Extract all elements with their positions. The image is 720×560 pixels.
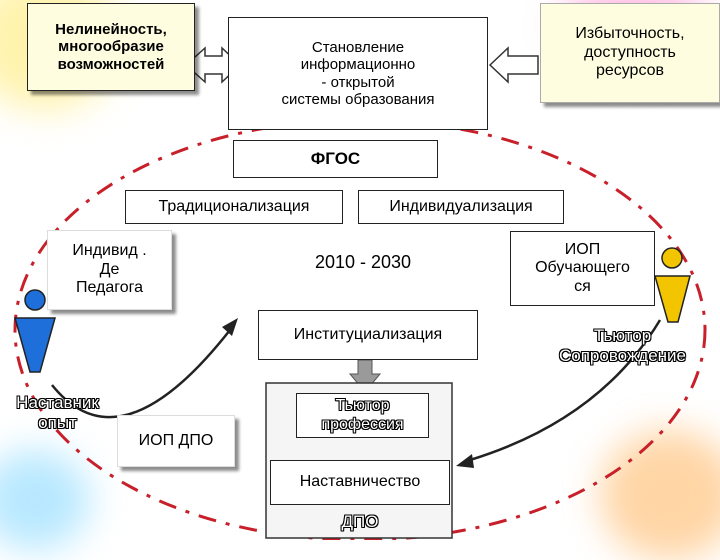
nonlinearity-box: Нелинейность, многообразие возможностей	[27, 3, 195, 91]
iop-dpo-box: ИОП ДПО	[117, 415, 235, 467]
tutor-profession-box: Тьютор профессия	[296, 393, 429, 438]
curved-arrow-left-head	[222, 318, 238, 336]
background-blob-blue	[0, 450, 90, 550]
arrow-right-to-center	[488, 46, 539, 84]
mentoring-box: Наставничество	[270, 460, 450, 505]
individualization-box: Индивидуализация	[358, 190, 564, 224]
period-label: 2010 - 2030	[314, 252, 412, 272]
person-figure-yellow-icon	[654, 247, 691, 323]
open-education-system-box: Становление информационно - открытой сис…	[228, 17, 488, 130]
mentor-experience-label: Наставник опыт	[16, 393, 99, 432]
dpo-label: ДПО	[341, 512, 379, 531]
curved-arrow-right-head	[456, 454, 474, 468]
resource-redundancy-box: Избыточность, доступность ресурсов	[540, 3, 720, 103]
iop-student-box: ИОП Обучающего ся	[510, 231, 655, 306]
down-arrow-1	[348, 359, 382, 393]
down-arrow-2	[348, 437, 382, 461]
fgos-box: ФГОС	[233, 140, 438, 178]
individ-pedagog-box: Индивид . Де Педагога	[47, 230, 172, 310]
institutionalization-box: Институциализация	[258, 310, 478, 360]
background-blob-orange	[600, 430, 720, 560]
tutor-support-label: Тьютор Сопровождение	[558, 326, 687, 365]
traditionalization-box: Традиционализация	[125, 190, 343, 224]
